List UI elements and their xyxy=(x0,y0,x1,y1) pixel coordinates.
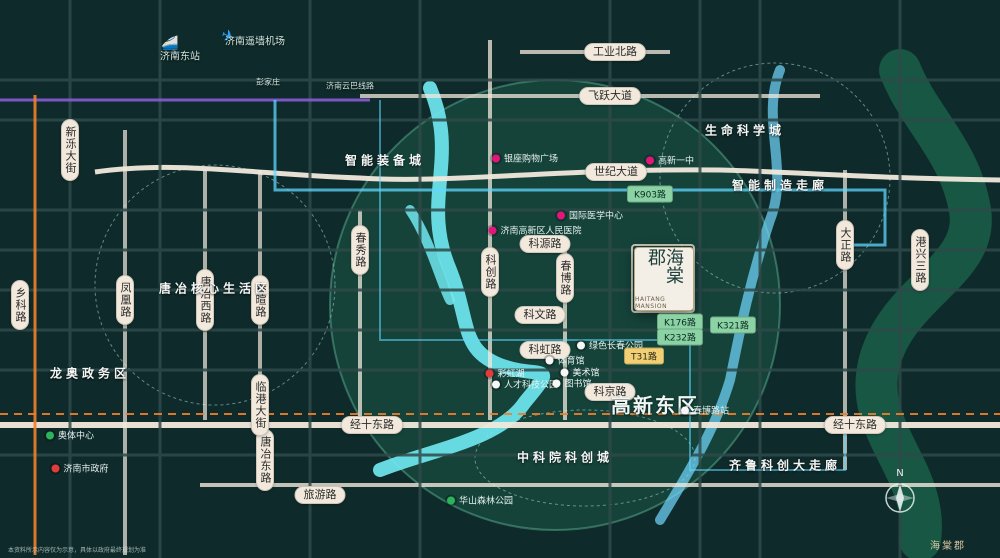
river-branch xyxy=(405,205,455,305)
poi-red-dot-icon xyxy=(51,464,60,472)
poi-jinan-gov[interactable]: 济南市政府 xyxy=(51,462,109,475)
bus-k903: K903路 xyxy=(626,185,674,203)
road-label-lingang-dajie: 临港大街 xyxy=(251,374,269,436)
road-label-keyuan-lu: 科源路 xyxy=(519,235,571,253)
area-qilu-kechuang-zoulang: 齐鲁科创大走廊 xyxy=(728,458,842,473)
road-label-lvyou-lu: 旅游路 xyxy=(294,486,346,504)
yunba-line-label: 济南云巴线路 xyxy=(326,81,374,91)
area-zhineng-zhuangbei-cheng: 智能装备城 xyxy=(344,153,426,168)
road-label-fenghuang-lu: 凤凰路 xyxy=(116,275,134,325)
road-label-kewen-lu: 科文路 xyxy=(514,306,566,324)
road-label-chunbo-lu: 春博路 xyxy=(556,253,574,303)
poi-white-dot-icon xyxy=(491,380,500,388)
poi-white-dot-icon xyxy=(552,379,561,387)
road-label-gongye-bei-lu: 工业北路 xyxy=(584,43,646,61)
road-label-kechuang-lu: 科创路 xyxy=(481,247,499,297)
train-icon: 🚄 xyxy=(161,36,179,52)
poi-renmin-yiyuan[interactable]: 济南高新区人民医院 xyxy=(488,224,582,237)
poi-green-dot-icon xyxy=(446,496,455,504)
poi-white-dot-icon xyxy=(560,368,569,376)
project-subtitle: HAITANG MANSION xyxy=(635,296,668,310)
poi-white-dot-icon xyxy=(545,356,554,364)
road-label-tangye-lu: 唐冶西路 xyxy=(196,269,214,331)
road-label-jingshi-dong-lu-east: 经十东路 xyxy=(824,416,886,434)
road-label-feiyue-dadao: 飞跃大道 xyxy=(579,87,641,105)
poi-caihong-hu[interactable]: 彩虹湖 xyxy=(485,367,525,380)
road-label-jingshi-dong-lu-west: 经十东路 xyxy=(341,416,403,434)
metro-line-cyan xyxy=(273,100,887,247)
poi-huashan-forest[interactable]: 华山森林公园 xyxy=(446,494,513,507)
compass: N xyxy=(882,468,918,516)
area-tangye-hexin-shenghuoqu: 唐冶核心生活区 xyxy=(158,281,272,296)
poi-white-dot-icon xyxy=(680,406,689,414)
poi-changchun-park[interactable]: 绿色长春公园 xyxy=(576,339,643,352)
poi-guoji-yiyuan[interactable]: 国际医学中心 xyxy=(556,209,623,222)
poi-meishuguan[interactable]: 美术馆 xyxy=(560,366,600,379)
poi-chunbo-station[interactable]: 春博路站 xyxy=(680,404,729,417)
area-longao-zhengwuqu: 龙奥政务区 xyxy=(49,366,131,381)
area-shengming-kexue-cheng: 生命科学城 xyxy=(704,123,786,138)
compass-n-label: N xyxy=(896,468,904,479)
poi-pink-dot-icon xyxy=(491,154,500,162)
footer-note: 本资料所示内容仅为示意，具体以政府最终规划为准 xyxy=(8,547,147,554)
bus-t31: T31路 xyxy=(624,347,664,365)
poi-red-dot-icon xyxy=(485,369,494,377)
poi-yinzuo[interactable]: 银座购物广场 xyxy=(491,152,558,165)
road-label-dazheng-lu: 大正路 xyxy=(836,220,854,270)
project-outline xyxy=(631,244,695,313)
poi-pink-dot-icon xyxy=(488,226,497,234)
road-label-gangxing-lu: 港兴三路 xyxy=(911,229,929,291)
poi-green-dot-icon xyxy=(45,431,54,439)
road-label-xiangke-lu: 乡科路 xyxy=(11,280,29,330)
road-label-kejing-lu: 科京路 xyxy=(584,383,636,401)
poi-aoti[interactable]: 奥体中心 xyxy=(45,429,94,442)
project-name: 海棠郡 xyxy=(645,248,684,284)
road-label-chunxuan-lu: 春暄路 xyxy=(251,275,269,325)
road-label-chunxiu-lu: 春秀路 xyxy=(351,225,369,275)
bus-k321: K321路 xyxy=(709,316,757,334)
poi-white-dot-icon xyxy=(576,341,585,349)
area-zhineng-zhizao-zoulang: 智能制造走廊 xyxy=(731,178,829,193)
road-label-shiji-dadao: 世纪大道 xyxy=(585,163,647,181)
road-shiji-dadao xyxy=(94,164,1000,183)
pengjia-zhuang-label: 彭家庄 xyxy=(256,77,280,87)
poi-tiyu-guan[interactable]: 体育馆 xyxy=(545,354,585,367)
highlight-circle-west xyxy=(94,164,336,406)
poi-pink-dot-icon xyxy=(645,156,654,164)
road-label-kehong-lu: 科虹路 xyxy=(519,341,571,359)
poi-pink-dot-icon xyxy=(556,211,565,219)
poi-tushuguan[interactable]: 图书馆 xyxy=(552,377,592,390)
road-label-tangye-dong-lu: 唐冶东路 xyxy=(256,429,274,491)
river-main xyxy=(373,81,550,477)
jinan-airport-label: 济南遥墙机场 xyxy=(225,36,285,48)
poi-renci-park[interactable]: 人才科技公园 xyxy=(491,378,558,391)
area-zhongkeyuan-kechuang-cheng: 中科院科创城 xyxy=(516,450,614,465)
brand-logo: 海棠郡 xyxy=(930,541,966,552)
jinan-east-station-label: 济南东站 xyxy=(160,51,200,63)
road-label-xinluo-dajie: 新泺大街 xyxy=(61,119,79,181)
poi-gaoxin-zhongxue[interactable]: 高新一中 xyxy=(645,154,694,167)
compass-icon xyxy=(885,483,915,513)
metro-line-cyan-loop xyxy=(379,100,846,471)
bus-k232: K232路 xyxy=(656,328,704,346)
project-card[interactable]: 海棠郡 HAITANG MANSION xyxy=(634,247,694,311)
